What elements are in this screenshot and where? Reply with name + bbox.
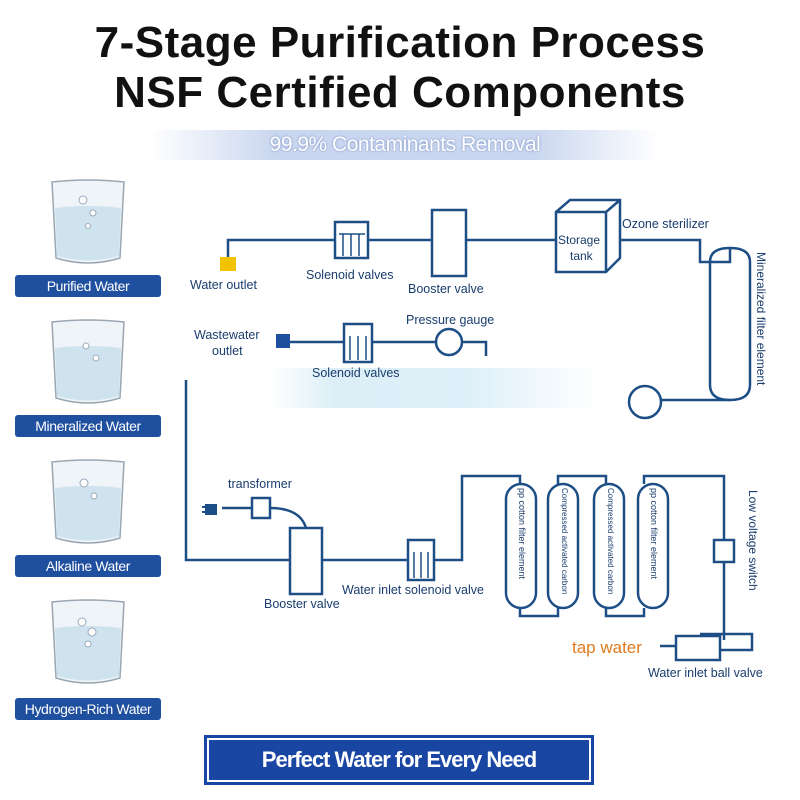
solenoid-valves-mid-label: Solenoid valves xyxy=(312,366,400,380)
water-type-pill: Hydrogen-Rich Water xyxy=(15,698,161,720)
glass-icon xyxy=(51,319,125,404)
water-type-pill: Purified Water xyxy=(15,275,161,297)
blurred-region xyxy=(270,368,600,408)
booster-valve-top-label: Booster valve xyxy=(408,282,484,296)
pressure-gauge xyxy=(434,327,464,357)
storage-tank-label-1: Storage xyxy=(558,233,601,247)
water-inlet-ball-valve xyxy=(674,634,722,662)
inlet-solenoid-label: Water inlet solenoid valve xyxy=(342,583,484,597)
transformer-wire xyxy=(222,506,308,529)
bottom-booster-valve xyxy=(288,526,324,596)
pp-cotton-filter-2 xyxy=(636,482,670,610)
tap-water-label: tap water xyxy=(572,638,642,657)
water-type-pill: Alkaline Water xyxy=(15,555,161,577)
wastewater-marker xyxy=(276,334,290,348)
storage-tank-label-2: tank xyxy=(570,249,593,263)
booster-valve-bottom-label: Booster valve xyxy=(264,597,340,611)
pp-cotton-2-label: pp cotton filter element xyxy=(649,488,659,580)
low-voltage-switch xyxy=(712,538,736,564)
carbon-filter-2 xyxy=(592,482,626,610)
storage-tank xyxy=(554,198,622,274)
ozone-sterilizer-gauge xyxy=(627,384,663,420)
transformer xyxy=(250,496,272,520)
glass-icon xyxy=(51,179,125,264)
footer-banner: Perfect Water for Every Need xyxy=(207,738,591,782)
low-voltage-switch-label: Low voltage switch xyxy=(746,490,760,591)
waste-pipe xyxy=(290,340,488,356)
top-pipe xyxy=(226,238,556,262)
carbon-filter-1 xyxy=(546,482,580,610)
tap-pipe xyxy=(660,632,754,652)
pp-cotton-filter-1 xyxy=(504,482,538,610)
bottom-pipe xyxy=(322,474,726,640)
water-type-pill: Mineralized Water xyxy=(15,415,161,437)
contaminants-banner: 99.9% Contaminants Removal xyxy=(150,130,660,160)
ball-valve-label: Water inlet ball valve xyxy=(648,666,763,680)
wastewater-label-1: Wastewater xyxy=(194,328,260,342)
transformer-label: transformer xyxy=(228,477,292,491)
mineralized-filter-label: Mineralized filter element xyxy=(754,252,768,386)
glass-icon xyxy=(51,459,125,544)
solenoid-valves-top-label: Solenoid valves xyxy=(306,268,394,282)
top-booster-valve xyxy=(430,208,468,278)
water-outlet-label: Water outlet xyxy=(190,278,257,292)
pp-cotton-1-label: pp cotton filter element xyxy=(517,488,527,580)
carbon-1-label: Compressed activated carbon xyxy=(560,488,569,595)
ozone-sterilizer-label: Ozone sterilizer xyxy=(622,217,709,231)
glass-icon xyxy=(51,599,125,684)
wastewater-label-2: outlet xyxy=(212,344,243,358)
title-line-2: NSF Certified Components xyxy=(114,68,686,117)
water-outlet-marker xyxy=(220,257,236,271)
plug-icon xyxy=(202,504,217,515)
pressure-gauge-label: Pressure gauge xyxy=(406,313,495,327)
tank-to-mineral-pipe xyxy=(620,238,732,264)
title-line-1: 7-Stage Purification Process xyxy=(94,18,706,67)
carbon-2-label: Compressed activated carbon xyxy=(606,488,615,595)
mineralized-filter-element xyxy=(708,246,752,402)
left-drop-pipe xyxy=(184,380,290,562)
